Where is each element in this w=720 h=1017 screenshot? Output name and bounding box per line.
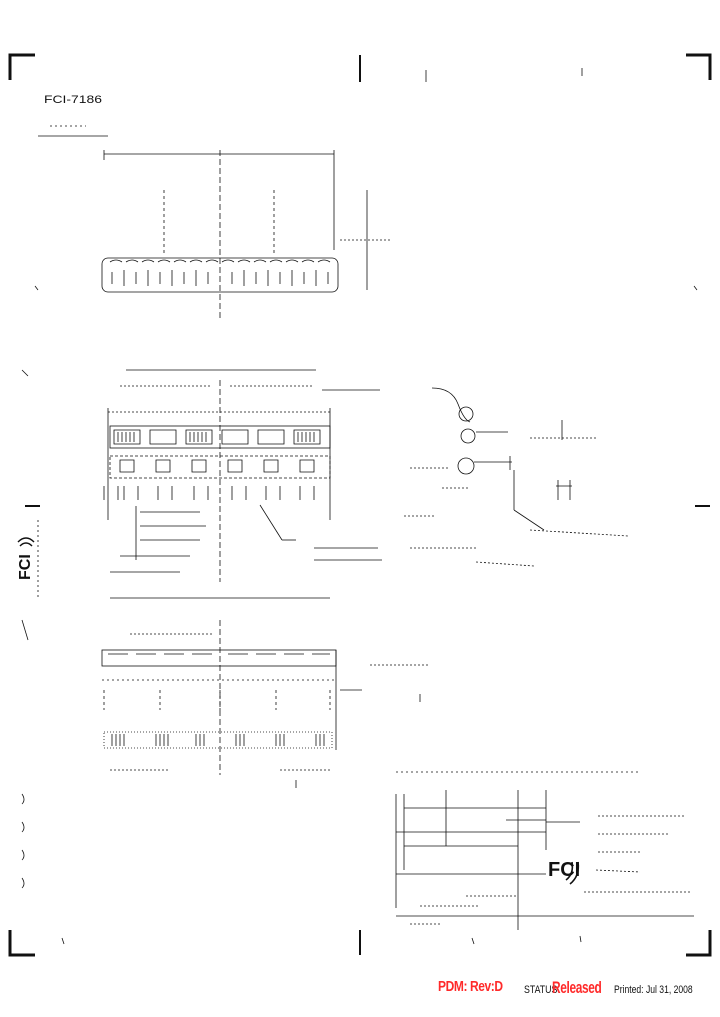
svg-text:FCI: FCI <box>17 554 34 580</box>
view-contact-detail <box>404 387 629 567</box>
view-front-connector <box>103 369 382 599</box>
pdm-revision: PDM: Rev:D <box>438 978 503 995</box>
view-bottom-connector <box>101 620 430 788</box>
view-top-connector <box>101 150 390 318</box>
fci-logo-side: FCI <box>17 537 35 580</box>
header-block <box>38 125 108 137</box>
crop-marks <box>8 53 712 957</box>
left-margin-marks <box>21 369 39 889</box>
header-code: FCI-7186 <box>44 94 102 106</box>
fci-logo-title-block: FCI <box>548 859 580 885</box>
border-ticks <box>25 55 710 955</box>
title-block <box>395 771 694 930</box>
status-value: Released <box>552 978 602 997</box>
status-footer: PDM: Rev:D STATUS Released Printed: Jul … <box>0 978 720 1008</box>
printed-date: Printed: Jul 31, 2008 <box>614 984 693 996</box>
status-label: STATUS <box>524 984 558 996</box>
